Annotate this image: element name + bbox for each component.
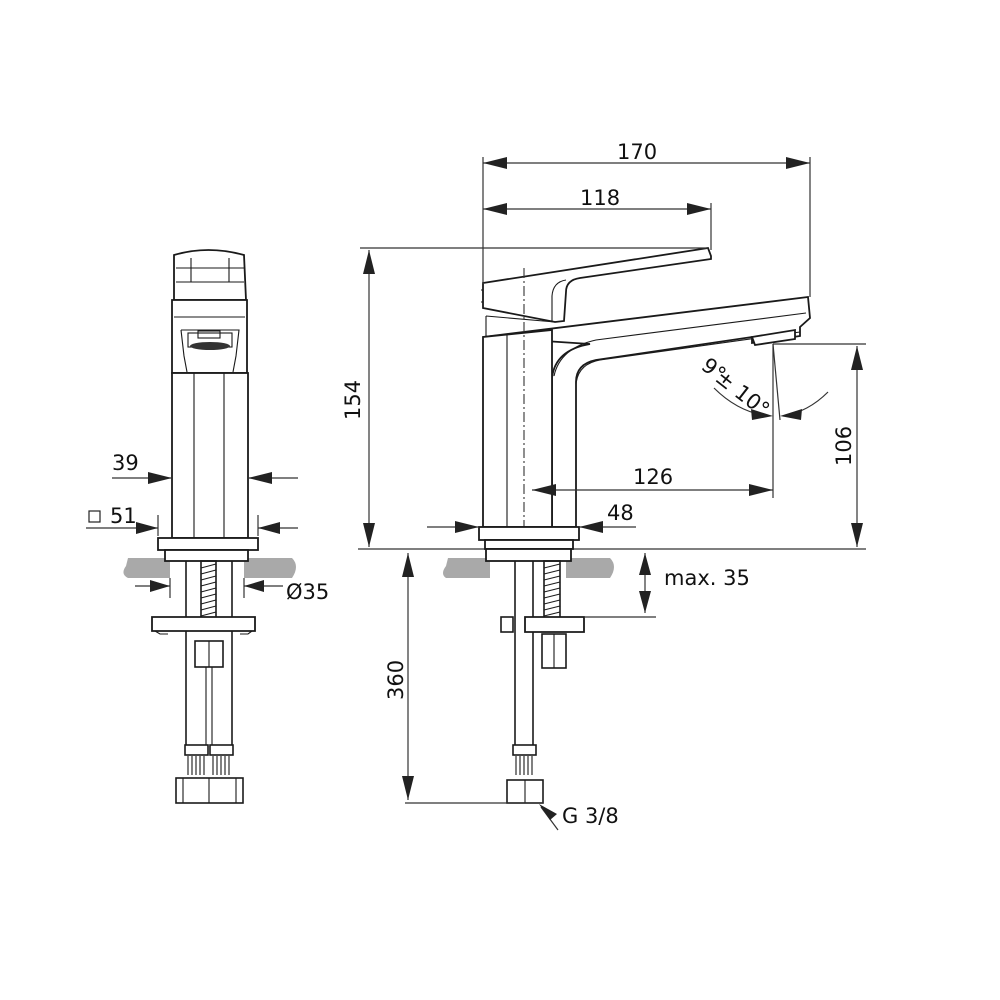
dim-overall-height: 154 — [341, 380, 365, 420]
lever — [482, 246, 712, 323]
mounting-plate — [151, 616, 256, 632]
side-view: 39 51 Ø35 — [86, 249, 329, 804]
dim-max-deck-thickness: max. 35 — [664, 566, 750, 590]
countertop-left — [123, 558, 170, 578]
dim-spout-height: 106 — [832, 426, 856, 466]
mounting-plate-profile — [524, 616, 585, 633]
lever-block — [171, 299, 248, 374]
base-plate-profile — [478, 526, 580, 541]
dim-body-width: 39 — [112, 451, 139, 475]
body-column — [171, 372, 249, 539]
dim-hose-length: 360 — [384, 660, 408, 700]
dim-spout-reach: 126 — [633, 465, 673, 489]
dim-overall-depth: 170 — [617, 140, 657, 164]
countertop-right — [244, 558, 296, 578]
countertop-left-profile — [443, 558, 490, 578]
square-symbol-icon — [88, 510, 101, 523]
body-column-profile — [482, 329, 553, 528]
dim-base-square: 51 — [110, 504, 137, 528]
dim-connection-thread: G 3/8 — [562, 804, 619, 828]
dim-lever-reach: 118 — [580, 186, 620, 210]
profile-view: 170 118 154 106 9° ± 10° 126 — [341, 140, 866, 831]
head — [173, 249, 247, 301]
dim-hole-diameter: Ø35 — [286, 580, 329, 604]
aerator-window — [180, 329, 240, 373]
base-plate — [157, 537, 259, 551]
dim-base-offset: 48 — [607, 501, 634, 525]
countertop-right-profile — [566, 558, 614, 578]
aerator — [750, 328, 796, 346]
